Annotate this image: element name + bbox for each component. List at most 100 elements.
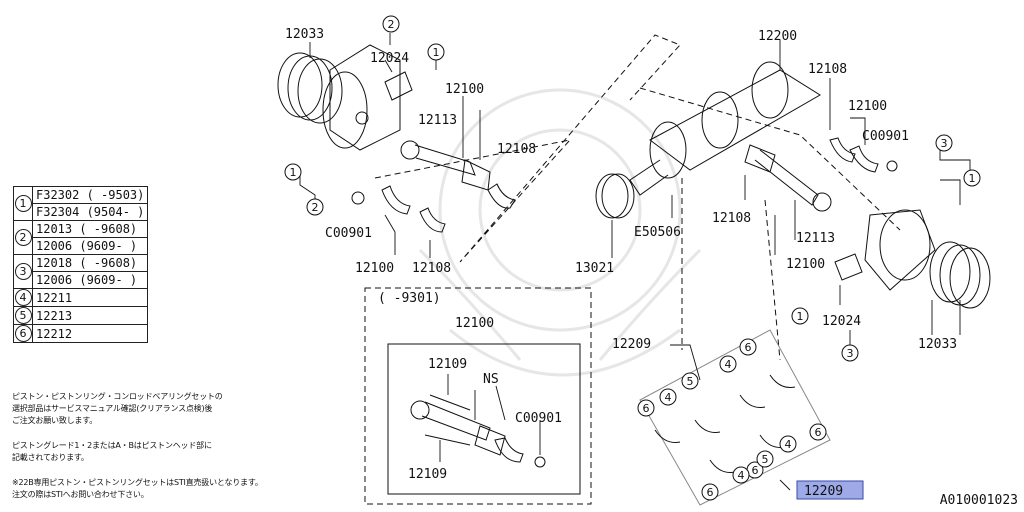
sprocket bbox=[595, 173, 635, 219]
legend-part-number[interactable]: 12213 bbox=[31, 306, 149, 325]
legend-number-circle: 4 bbox=[14, 289, 32, 306]
dashed-boundary-left bbox=[374, 34, 681, 263]
inset-conrod bbox=[410, 394, 506, 456]
part-label-inset-period[interactable]: ( -9301) bbox=[378, 291, 441, 306]
svg-text:4: 4 bbox=[665, 391, 672, 404]
leader-lines bbox=[299, 33, 971, 491]
note-line: ピストングレード1・2またはA・Bはピストンヘッド部に bbox=[12, 441, 212, 450]
legend-row: 12006 (9609- ) bbox=[14, 237, 149, 255]
note-line: ※22B専用ピストン・ピストンリングセットはSTI直売扱いとなります。 bbox=[12, 478, 263, 487]
callout-c1-right2: 1 bbox=[791, 307, 809, 325]
part-label-inset-12109b[interactable]: 12109 bbox=[408, 467, 447, 482]
bearing-left-b bbox=[419, 207, 446, 233]
dashed-boundary-bearing bbox=[764, 199, 781, 361]
part-label-p13021[interactable]: 13021 bbox=[575, 261, 614, 276]
callout-c3-bottom: 3 bbox=[841, 344, 859, 362]
part-label-p12108-right[interactable]: 12108 bbox=[808, 62, 847, 77]
svg-text:2: 2 bbox=[312, 201, 319, 214]
diagram-code: A010001023 bbox=[939, 493, 1018, 508]
legend-part-number[interactable]: 12006 (9609- ) bbox=[31, 237, 149, 255]
legend-part-number[interactable]: F32302 ( -9503) bbox=[31, 186, 149, 204]
svg-text:1: 1 bbox=[433, 46, 440, 59]
part-label-p12033-right[interactable]: 12033 bbox=[918, 337, 957, 352]
part-label-p12113-left[interactable]: 12113 bbox=[418, 113, 457, 128]
legend-number-circle: 6 bbox=[14, 325, 32, 342]
svg-text:6: 6 bbox=[707, 486, 714, 499]
part-label-p12200[interactable]: 12200 bbox=[758, 29, 797, 44]
part-label-p12100-left[interactable]: 12100 bbox=[355, 261, 394, 276]
conrod-left bbox=[400, 140, 491, 191]
callout-b4a: 4 bbox=[719, 355, 737, 373]
bearing-cap-left bbox=[381, 185, 411, 215]
part-label-inset-ns[interactable]: NS bbox=[483, 372, 499, 387]
piston-rings-right bbox=[929, 241, 991, 309]
part-label-p12024-right[interactable]: 12024 bbox=[822, 314, 861, 329]
part-label-p12108-mid[interactable]: 12108 bbox=[712, 211, 751, 226]
part-label-p12100-top[interactable]: 12100 bbox=[445, 82, 484, 97]
callout-c3-right: 3 bbox=[935, 134, 953, 152]
legend-number-circle: 2 bbox=[14, 229, 32, 246]
callout-c1-right: 1 bbox=[963, 169, 981, 187]
part-label-p12100-right2[interactable]: 12100 bbox=[786, 257, 825, 272]
legend-part-number[interactable]: 12211 bbox=[31, 288, 149, 307]
legend-part-number[interactable]: 12006 (9609- ) bbox=[31, 271, 149, 289]
svg-text:5: 5 bbox=[687, 375, 694, 388]
part-label-p12024-top[interactable]: 12024 bbox=[370, 51, 409, 66]
legend-part-number[interactable]: 12212 bbox=[31, 324, 149, 343]
part-label-c00901-right[interactable]: C00901 bbox=[862, 129, 909, 144]
inset-bearing bbox=[494, 437, 524, 463]
legend-row: 12006 (9609- ) bbox=[14, 271, 149, 289]
part-label-p12100-right[interactable]: 12100 bbox=[848, 99, 887, 114]
part-label-c00901-left[interactable]: C00901 bbox=[325, 226, 372, 241]
piston-pin-right bbox=[834, 253, 863, 281]
callout-b5b: 5 bbox=[756, 450, 774, 468]
part-label-inset-12109a[interactable]: 12109 bbox=[428, 357, 467, 372]
part-label-inset-c00901[interactable]: C00901 bbox=[515, 411, 562, 426]
svg-text:3: 3 bbox=[847, 347, 854, 360]
part-label-inset-12100[interactable]: 12100 bbox=[455, 316, 494, 331]
callout-b4c: 4 bbox=[779, 435, 797, 453]
legend-number: 5 bbox=[13, 306, 33, 325]
part-label-p12108-left2[interactable]: 12108 bbox=[412, 261, 451, 276]
legend-number: 4 bbox=[13, 288, 33, 307]
part-label-p12209[interactable]: 12209 bbox=[612, 337, 651, 352]
bearing-cap-right bbox=[849, 145, 879, 173]
highlighted-part-12209[interactable]: 12209 bbox=[796, 480, 864, 500]
note-line: ご注文お願い致します。 bbox=[12, 416, 97, 425]
callout-c1-top: 1 bbox=[427, 43, 445, 61]
callout-b5a: 5 bbox=[681, 372, 699, 390]
highlight-part-number[interactable]: 12209 bbox=[804, 484, 843, 499]
callout-b6a: 6 bbox=[739, 338, 757, 356]
conrod-right bbox=[744, 144, 832, 212]
legend-number-circle: 3 bbox=[14, 263, 32, 280]
legend-number: 6 bbox=[13, 324, 33, 343]
piston-right bbox=[864, 209, 936, 291]
nut-right bbox=[886, 160, 898, 172]
svg-text:1: 1 bbox=[290, 166, 297, 179]
dashed-boundary-right bbox=[639, 87, 901, 231]
svg-text:2: 2 bbox=[388, 18, 395, 31]
part-label-p12113-right[interactable]: 12113 bbox=[796, 231, 835, 246]
svg-text:6: 6 bbox=[643, 402, 650, 415]
legend-row: F32304 (9504- ) bbox=[14, 203, 149, 221]
callout-b6b: 6 bbox=[637, 399, 655, 417]
legend-part-number[interactable]: 12018 ( -9608) bbox=[31, 254, 149, 272]
legend-part-number[interactable]: 12013 ( -9608) bbox=[31, 220, 149, 238]
inset-box bbox=[364, 287, 592, 505]
legend-number: 2 bbox=[13, 220, 33, 255]
legend-number-circle: 5 bbox=[14, 307, 32, 324]
bearing-left-a bbox=[487, 183, 516, 209]
svg-text:6: 6 bbox=[752, 464, 759, 477]
part-label-p12033-top[interactable]: 12033 bbox=[285, 27, 324, 42]
watermark-emblem bbox=[418, 88, 702, 377]
callout-b4d: 4 bbox=[732, 466, 750, 484]
part-label-e50506[interactable]: E50506 bbox=[634, 225, 681, 240]
part-label-p12108-left[interactable]: 12108 bbox=[497, 142, 536, 157]
legend-part-number[interactable]: F32304 (9504- ) bbox=[31, 203, 149, 221]
